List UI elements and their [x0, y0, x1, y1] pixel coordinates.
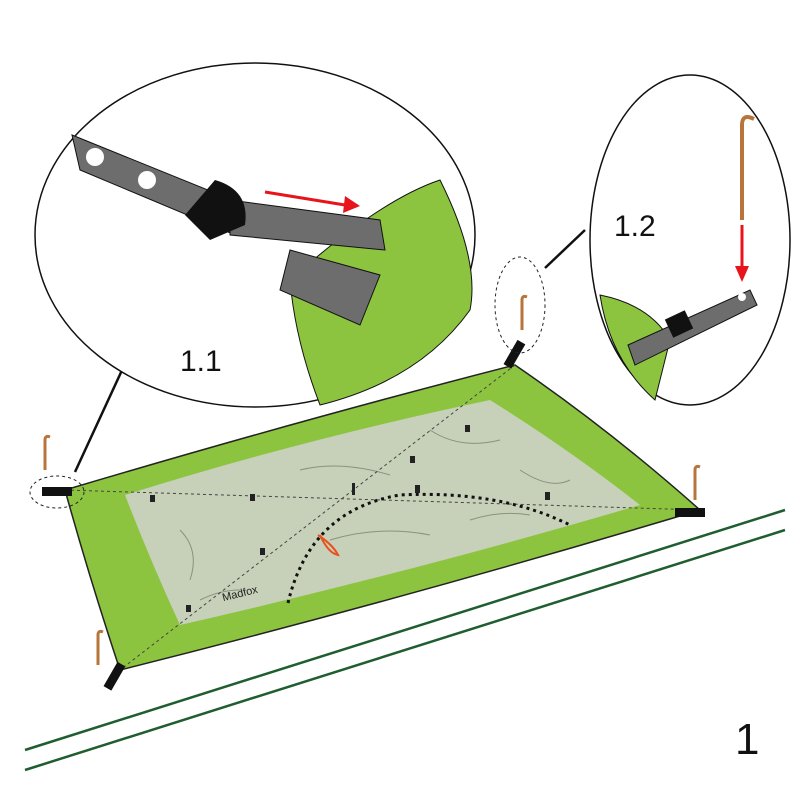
detail-1-2	[589, 74, 791, 406]
ground-lines	[24, 508, 786, 772]
callout-1-2-marker	[494, 256, 546, 354]
detail-1-1	[34, 62, 476, 408]
pointer-arrows	[73, 229, 586, 473]
tarp	[64, 364, 702, 671]
callout-1-1-marker	[29, 475, 85, 509]
detail-label-1-2: 1.2	[614, 210, 656, 243]
step-number: 1	[735, 715, 760, 764]
tent-pegs	[43, 294, 701, 665]
corner-buckles	[42, 339, 705, 691]
detail-label-1-1: 1.1	[180, 345, 222, 378]
